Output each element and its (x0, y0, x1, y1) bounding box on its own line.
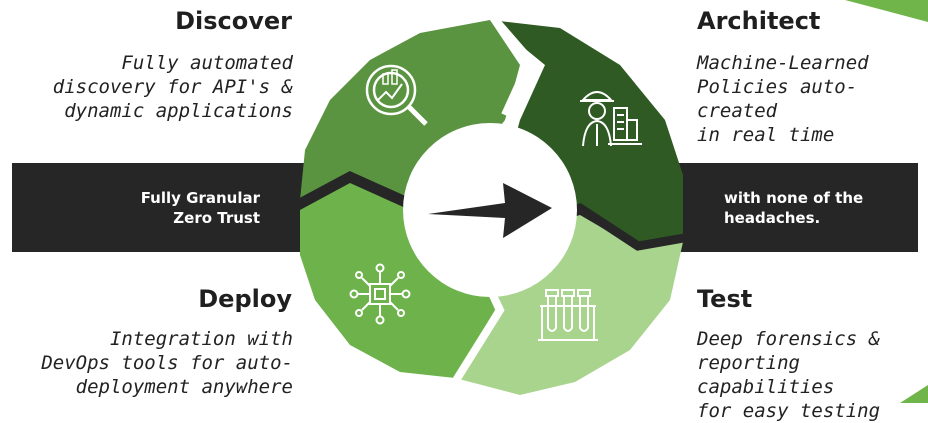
corner-accent-bottom (900, 385, 928, 403)
deploy-line-2: DevOps tools for auto- (41, 352, 293, 374)
architect-line-3: in real time (697, 124, 835, 146)
test-line-1: Deep forensics & (697, 328, 881, 350)
discover-line-1: Fully automated (121, 52, 293, 74)
band-left-text: Fully Granular Zero Trust (60, 188, 260, 228)
discover-description: Fully automated discovery for API's & dy… (20, 51, 293, 123)
test-tubes-icon (538, 289, 598, 341)
architect-line-1: Machine-Learned (697, 52, 869, 74)
band-right-text: with none of the headaches. (724, 188, 914, 228)
discover-line-3: dynamic applications (64, 100, 293, 122)
architect-title: Architect (697, 7, 821, 35)
test-description: Deep forensics & reporting capabilities … (697, 327, 925, 423)
deploy-description: Integration with DevOps tools for auto- … (20, 327, 293, 399)
engineer-icon (580, 91, 642, 147)
test-title: Test (697, 285, 753, 313)
band-right-line-2: headaches. (724, 209, 821, 227)
band-right-line-1: with none of the (724, 189, 864, 207)
deploy-line-1: Integration with (109, 328, 293, 350)
band-left-line-1: Fully Granular (140, 189, 260, 207)
cycle-diagram (12, 0, 928, 403)
segment-architect (490, 20, 683, 248)
architect-description: Machine-Learned Policies auto-created in… (697, 51, 925, 147)
test-line-2: reporting capabilities (697, 352, 835, 398)
separator-top (486, 11, 535, 117)
segment-deploy (300, 183, 495, 378)
search-analytics-icon (365, 64, 428, 126)
deploy-title: Deploy (198, 285, 292, 313)
deploy-line-3: deployment anywhere (75, 376, 293, 398)
corner-accent-top (845, 0, 928, 22)
discover-title: Discover (175, 7, 292, 35)
architect-line-2: Policies auto-created (697, 76, 858, 122)
arrow-right-icon (428, 183, 552, 238)
discover-line-2: discovery for API's & (52, 76, 293, 98)
band-left-line-2: Zero Trust (173, 209, 260, 227)
chip-circuit-icon (349, 263, 411, 325)
